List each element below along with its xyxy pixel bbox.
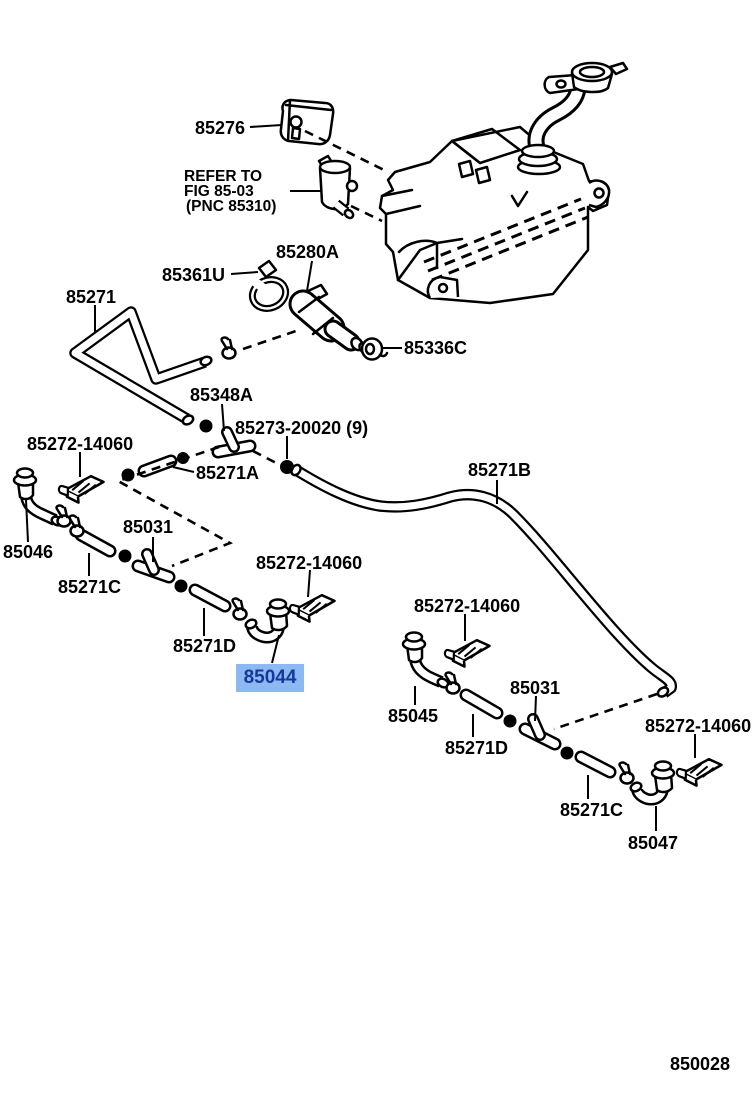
part-label-85348A[interactable]: 85348A: [190, 385, 254, 405]
tjoint-85031-left-art: [131, 548, 176, 584]
tube-85271D-left-art: [188, 583, 232, 613]
hose-clip-icon: [231, 597, 248, 621]
pump-85280A-art: [288, 283, 370, 355]
pump-85310-art: [317, 154, 359, 220]
tube-85271D-right-art: [459, 688, 504, 720]
part-label-85044-highlighted[interactable]: 85044: [236, 664, 304, 692]
clamp-85272-mid-art: [287, 592, 338, 625]
part-label-85280A[interactable]: 85280A: [276, 242, 340, 262]
nozzle-85046-art: [12, 467, 64, 527]
hose-clip-icon: [220, 336, 237, 360]
hose-clip-icon: [618, 761, 635, 785]
part-label-85272-14060-mid[interactable]: 85272-14060: [256, 553, 363, 573]
hose-clip-icon: [68, 514, 85, 538]
part-label-85271D-left[interactable]: 85271D: [173, 636, 237, 656]
note-refer-line3: (PNC 85310): [186, 198, 277, 215]
nozzle-85045-art: [401, 631, 450, 689]
note-refer-line2: FIG 85-03: [184, 183, 254, 200]
part-label-85031-right[interactable]: 85031: [510, 678, 561, 698]
clamp-85272-left-art: [56, 473, 107, 506]
clamp-85272-right-art: [442, 637, 493, 670]
bracket-85276-art: [279, 98, 335, 146]
part-label-85272-14060-far-right[interactable]: 85272-14060: [645, 716, 752, 736]
tjoint-85031-right-art: [518, 713, 562, 751]
part-label-85272-14060-right[interactable]: 85272-14060: [414, 596, 521, 616]
tube-85271C-right-art: [574, 750, 617, 779]
part-label-85045[interactable]: 85045: [388, 706, 439, 726]
part-label-85361U[interactable]: 85361U: [162, 265, 226, 285]
hose-85271-art: [69, 306, 213, 426]
note-refer-line1: REFER TO: [184, 168, 263, 185]
grommet-85336C-art: [360, 337, 389, 361]
part-label-85031-left[interactable]: 85031: [123, 517, 174, 537]
part-label-85271C-right[interactable]: 85271C: [560, 800, 624, 820]
part-label-85336C[interactable]: 85336C: [404, 338, 468, 358]
tube-85271A-art: [137, 454, 178, 478]
part-label-85046[interactable]: 85046: [3, 542, 54, 562]
hose-85271B-art: [290, 463, 677, 698]
part-label-85271D-right[interactable]: 85271D: [445, 738, 509, 758]
tjoint-85348A-art: [211, 426, 257, 459]
nozzle-85047-art: [629, 760, 676, 806]
nozzle-85044-art: [244, 598, 291, 644]
assembly-dashed-lines: [114, 129, 658, 731]
clamp-85272-far-right-art: [674, 756, 725, 789]
washer-tank-art: [378, 61, 629, 305]
part-label-85272-14060-left[interactable]: 85272-14060: [27, 434, 134, 454]
part-label-85271[interactable]: 85271: [66, 287, 117, 307]
part-label-85273-20020[interactable]: 85273-20020 (9): [235, 418, 369, 438]
part-label-85047[interactable]: 85047: [628, 833, 679, 853]
clamp-85361U-art: [248, 259, 290, 312]
part-label-85271B[interactable]: 85271B: [468, 460, 532, 480]
tube-85271C-left-art: [74, 528, 117, 558]
part-label-85271A[interactable]: 85271A: [196, 463, 260, 483]
part-label-85276[interactable]: 85276: [195, 118, 246, 138]
figure-code: 850028: [670, 1054, 731, 1074]
label-leader-lines: [25, 124, 696, 831]
part-label-85271C-left[interactable]: 85271C: [58, 577, 122, 597]
